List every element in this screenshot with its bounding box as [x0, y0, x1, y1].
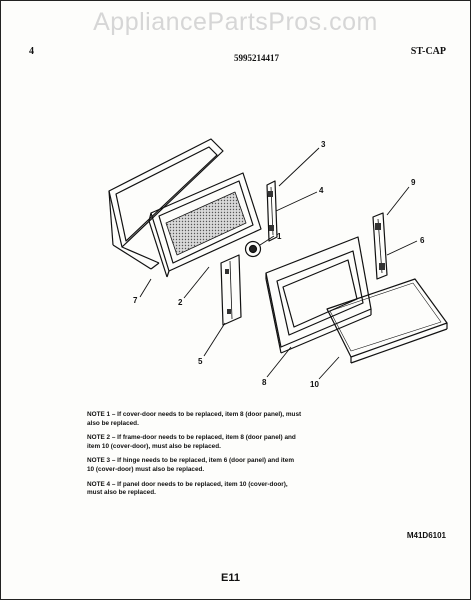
- part-bumper: [244, 240, 262, 258]
- callout-9: 9: [411, 178, 416, 187]
- note-3: NOTE 3 – If hinge needs to be replaced, …: [87, 457, 295, 473]
- part-cover-door: [326, 278, 448, 364]
- callout-1: 1: [277, 232, 282, 241]
- header-part-number: 5995214417: [234, 53, 279, 63]
- note-2: NOTE 2 – If frame-door needs to be repla…: [87, 434, 296, 450]
- callout-6: 6: [420, 236, 425, 245]
- callout-4: 4: [319, 186, 324, 195]
- callout-2: 2: [178, 298, 183, 307]
- note-4: NOTE 4 – If panel door needs to be repla…: [87, 480, 288, 497]
- callout-10: 10: [310, 380, 319, 389]
- header-model-code: ST-CAP: [410, 46, 446, 57]
- callout-5: 5: [198, 357, 203, 366]
- part-inner-frame: [148, 172, 262, 278]
- leader-lines: [139, 147, 418, 380]
- diagram-code: M41D6101: [406, 531, 446, 540]
- part-door-panel: [265, 236, 372, 354]
- part-hinge-bracket-left: [266, 180, 278, 242]
- part-gasket-frame: [108, 138, 224, 270]
- note-1: NOTE 1 – If cover-door needs to be repla…: [87, 411, 302, 427]
- callout-3: 3: [321, 140, 326, 149]
- callout-7: 7: [133, 296, 138, 305]
- page-number: E11: [221, 572, 240, 584]
- watermark-text: AppliancePartsPros.com: [93, 8, 378, 36]
- callout-8: 8: [262, 378, 267, 387]
- part-hinge-bracket-right: [372, 212, 388, 280]
- replacement-notes: NOTE 1 – If cover-door needs to be repla…: [87, 411, 302, 504]
- header-left-number: 4: [29, 46, 34, 57]
- part-hinge-strip: [220, 254, 242, 326]
